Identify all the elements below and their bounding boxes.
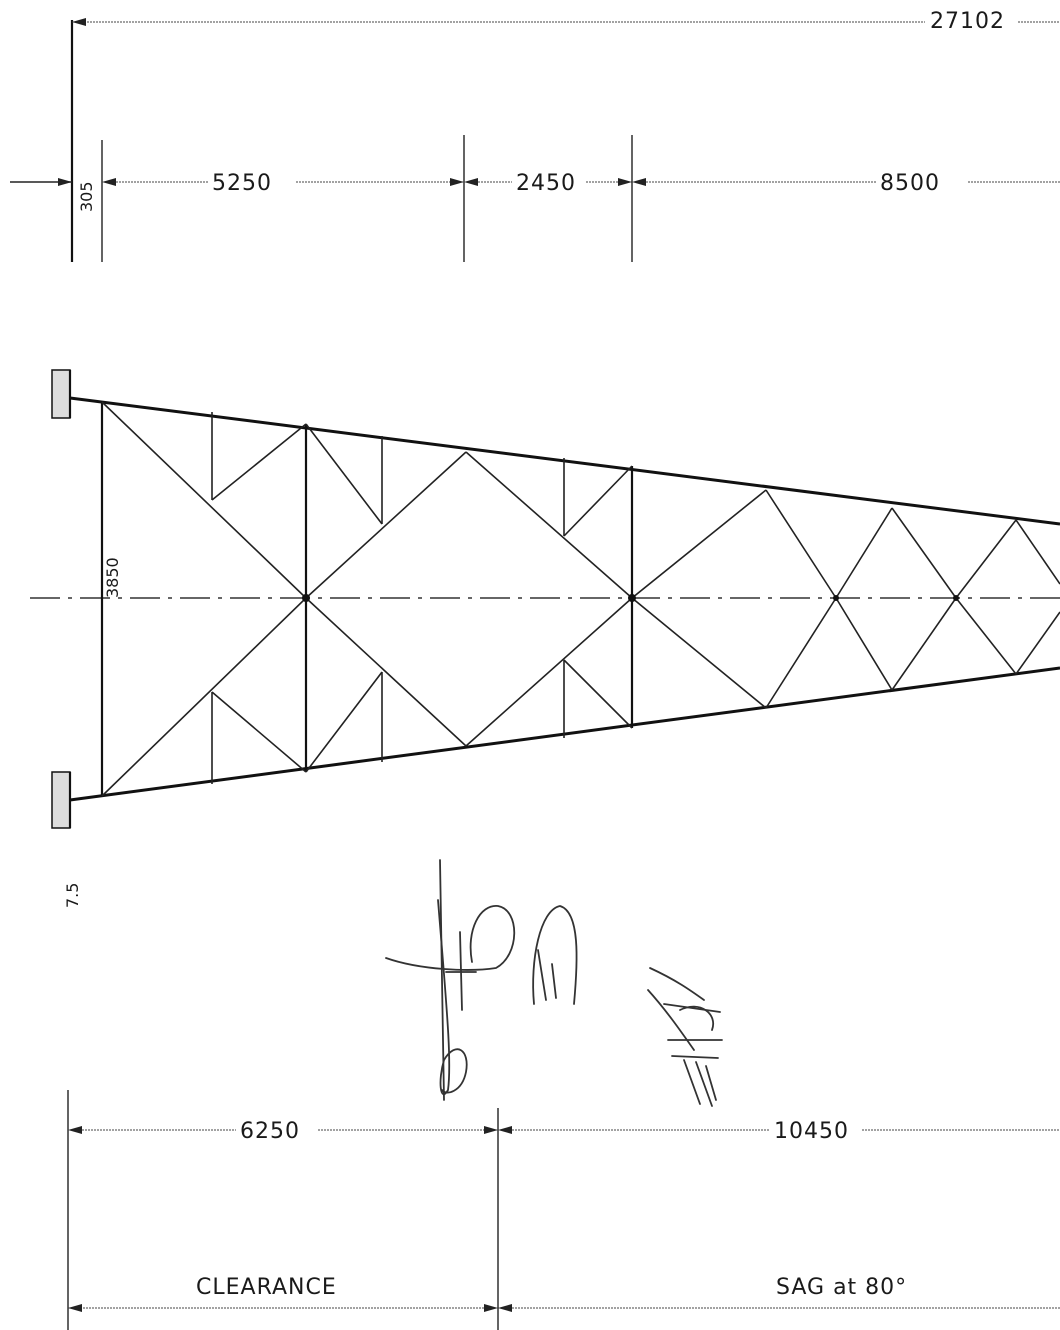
bottom-chord	[69, 666, 1060, 802]
clearance-span-label: 6250	[240, 1119, 300, 1144]
span-b-label: 2450	[516, 171, 576, 196]
node	[953, 595, 959, 601]
handwritten-signature	[385, 859, 578, 1101]
clearance-label: CLEARANCE	[196, 1275, 337, 1300]
node	[302, 594, 310, 602]
span-c-label: 8500	[880, 171, 940, 196]
top-chord	[69, 396, 1060, 526]
handwritten-initials	[647, 967, 723, 1107]
sag-span-label: 10450	[774, 1119, 849, 1144]
overall-dimension: 27102	[70, 9, 1060, 262]
span-a-label: 5250	[212, 171, 272, 196]
top-support	[51, 369, 71, 419]
depth-label: 3850	[103, 557, 122, 598]
sag-label: SAG at 80°	[776, 1275, 907, 1300]
tapered-truss: 3850	[30, 369, 1060, 908]
arrowhead	[72, 18, 86, 26]
node	[628, 594, 636, 602]
bottom-support	[51, 771, 71, 829]
overall-length-label: 27102	[930, 9, 1005, 34]
left-end-label: 7.5	[63, 883, 82, 908]
top-span-dimensions: 305 5250 2450 8500	[10, 135, 1060, 262]
node	[833, 595, 839, 601]
bottom-dimensions: 6250 10450 CLEARANCE SAG at 80°	[67, 1090, 1060, 1330]
offset-label: 305	[77, 181, 96, 212]
